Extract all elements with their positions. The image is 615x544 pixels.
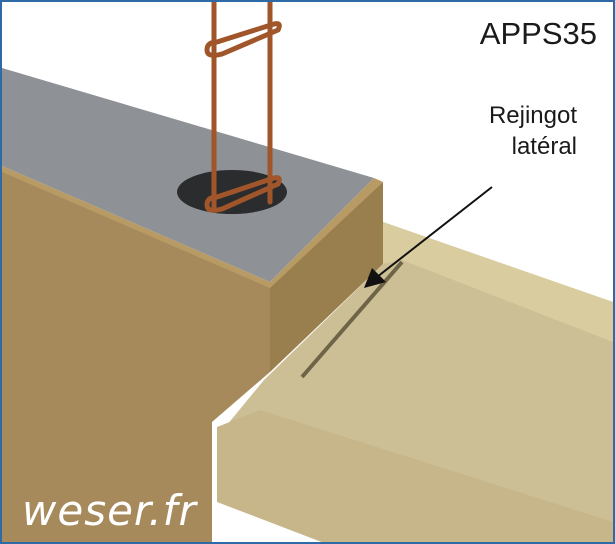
- annotation-label: Rejingot latéral: [489, 100, 577, 162]
- rejingot-shadow: [300, 260, 404, 379]
- brand-logo: weser.fr: [22, 486, 197, 535]
- annotation-line1: Rejingot: [488, 102, 577, 129]
- annotation-arrow: [364, 186, 493, 288]
- wall-side-face: [270, 182, 383, 372]
- rebar-cage: [204, 2, 282, 213]
- model-code: APPS35: [479, 16, 597, 51]
- wall-top-face: [2, 68, 374, 282]
- annotation-line2: latéral: [511, 133, 577, 160]
- sill-front-face: [217, 410, 613, 542]
- sill-rejingot: [383, 222, 613, 342]
- wall-front-face: [2, 170, 270, 542]
